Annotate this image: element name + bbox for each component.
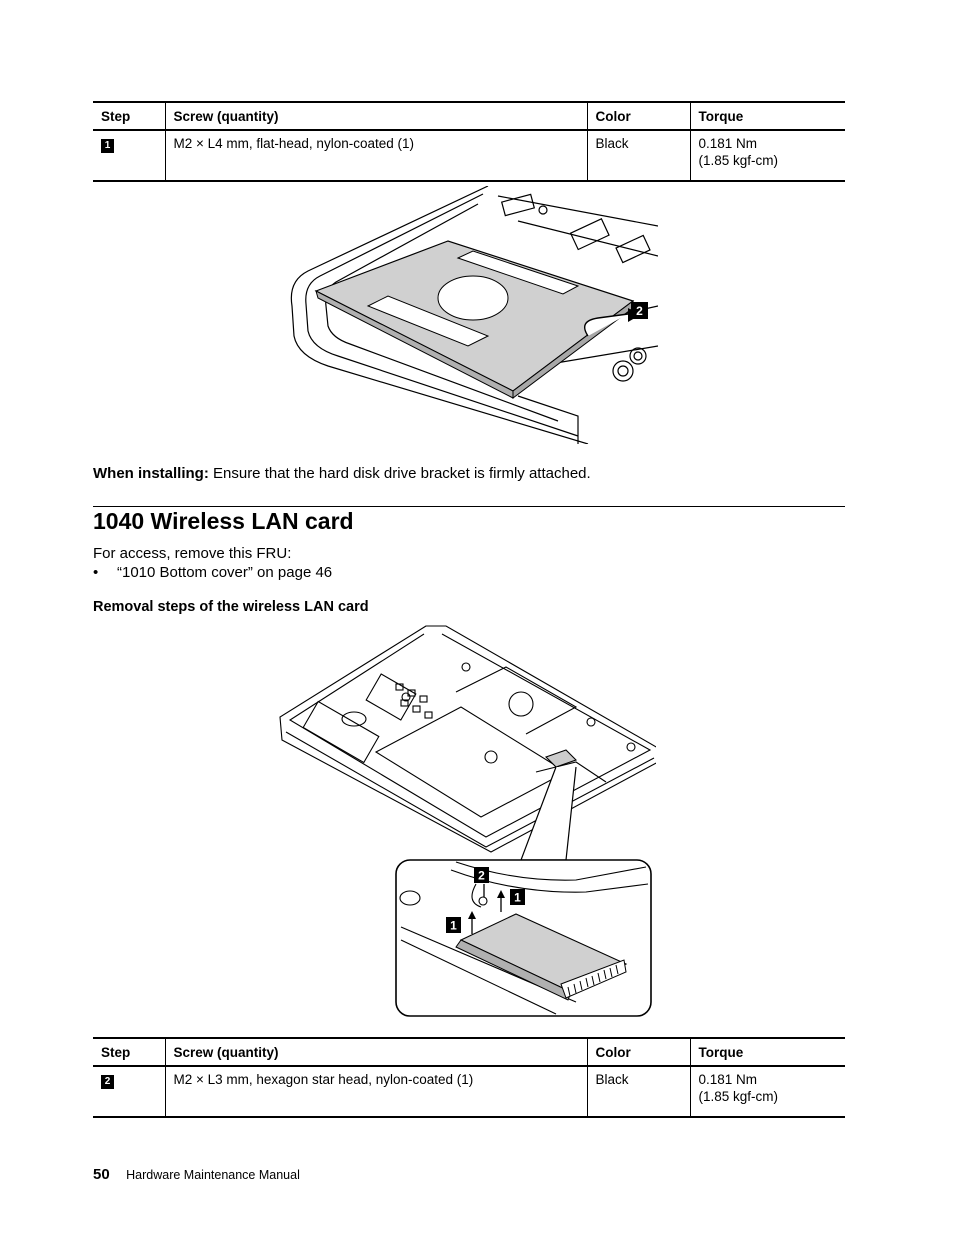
list-item: • “1010 Bottom cover” on page 46 — [93, 564, 332, 581]
header-step: Step — [93, 101, 165, 131]
page-footer: 50 Hardware Maintenance Manual — [93, 1166, 300, 1184]
screw-table-2: Step Screw (quantity) Color Torque 2 M2 … — [93, 1037, 845, 1118]
step-badge: 2 — [101, 1075, 114, 1089]
bullet-icon: • — [93, 564, 99, 581]
table-row: 2 M2 × L3 mm, hexagon star head, nylon-c… — [93, 1066, 845, 1118]
table-header-row: Step Screw (quantity) Color Torque — [93, 101, 845, 131]
fru-link[interactable]: “1010 Bottom cover” on page 46 — [117, 564, 333, 581]
header-color: Color — [586, 101, 690, 131]
callout-1-right: 1 — [514, 891, 521, 905]
header-screw: Screw (quantity) — [164, 1037, 587, 1067]
note-text: Ensure that the hard disk drive bracket … — [213, 465, 591, 482]
page-number: 50 — [93, 1166, 110, 1183]
torque-nm: 0.181 Nm — [698, 136, 758, 151]
section-title: 1040 Wireless LAN card — [93, 508, 354, 534]
header-screw: Screw (quantity) — [164, 101, 587, 131]
color-cell: Black — [586, 1066, 690, 1118]
table-row: 1 M2 × L4 mm, flat-head, nylon-coated (1… — [93, 130, 845, 182]
color-cell: Black — [586, 130, 690, 182]
wlan-card-illustration: 1 1 2 — [279, 625, 656, 1017]
header-color: Color — [586, 1037, 690, 1067]
torque-nm: 0.181 Nm — [698, 1072, 758, 1087]
manual-title: Hardware Maintenance Manual — [126, 1168, 300, 1182]
callout-2: 2 — [478, 869, 485, 883]
header-torque: Torque — [689, 1037, 845, 1067]
screw-cell: M2 × L3 mm, hexagon star head, nylon-coa… — [164, 1066, 587, 1118]
section-divider — [93, 506, 845, 507]
torque-cell: 0.181 Nm (1.85 kgf-cm) — [689, 1066, 845, 1118]
torque-cell: 0.181 Nm (1.85 kgf-cm) — [689, 130, 845, 182]
header-step: Step — [93, 1037, 165, 1067]
screw-cell: M2 × L4 mm, flat-head, nylon-coated (1) — [164, 130, 587, 182]
installation-note: When installing: Ensure that the hard di… — [93, 465, 591, 482]
header-torque: Torque — [689, 101, 845, 131]
note-label: When installing: — [93, 465, 209, 482]
hdd-bracket-illustration: 2 — [290, 186, 658, 444]
step-badge: 1 — [101, 139, 114, 153]
torque-kgf: (1.85 kgf-cm) — [698, 1089, 779, 1104]
screw-table-1: Step Screw (quantity) Color Torque 1 M2 … — [93, 101, 845, 182]
torque-kgf: (1.85 kgf-cm) — [698, 153, 779, 168]
table-header-row: Step Screw (quantity) Color Torque — [93, 1037, 845, 1067]
access-text: For access, remove this FRU: — [93, 545, 292, 562]
subheading: Removal steps of the wireless LAN card — [93, 599, 369, 615]
callout-1-left: 1 — [450, 919, 457, 933]
callout-2: 2 — [636, 304, 643, 318]
